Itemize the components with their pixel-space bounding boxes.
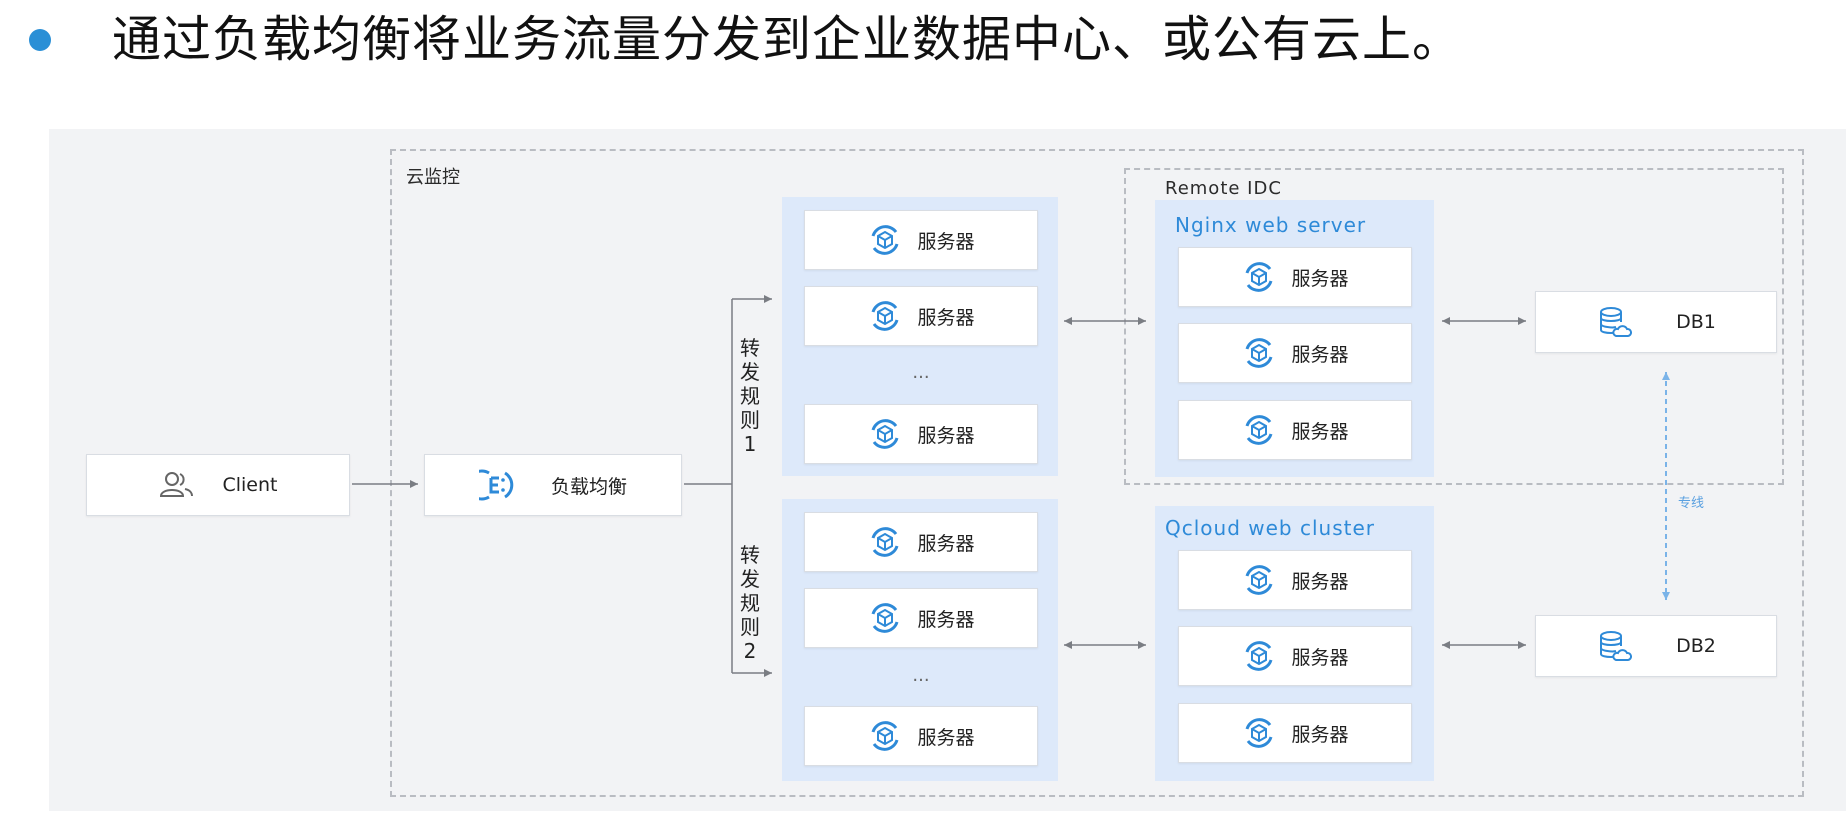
- group1-ellipsis: ...: [912, 362, 930, 383]
- server-icon: [1246, 338, 1273, 368]
- qcloud-title: Qcloud web cluster: [1165, 516, 1375, 540]
- remote-idc-region: [1124, 168, 1784, 485]
- group1-server-3[interactable]: 服务器: [804, 404, 1038, 464]
- remote-idc-label: Remote IDC: [1165, 178, 1282, 199]
- server-icon: [1246, 718, 1273, 748]
- server-icon: [1246, 565, 1273, 595]
- server-icon: [872, 301, 899, 331]
- qcloud-server-1[interactable]: 服务器: [1178, 550, 1412, 610]
- group2-server-3[interactable]: 服务器: [804, 706, 1038, 766]
- server-icon: [872, 721, 899, 751]
- group1-server-2[interactable]: 服务器: [804, 286, 1038, 346]
- server-label: 服务器: [1291, 570, 1349, 593]
- cloud-monitor-label: 云监控: [406, 167, 460, 188]
- db1-node[interactable]: DB1: [1535, 291, 1777, 353]
- client-node[interactable]: Client: [86, 454, 350, 516]
- dedicated-line-label: 专线: [1678, 496, 1705, 511]
- server-icon: [1246, 415, 1273, 445]
- database-cloud-icon: [1600, 307, 1633, 337]
- server-label: 服务器: [1291, 343, 1349, 366]
- server-icon: [1246, 641, 1273, 671]
- db2-node[interactable]: DB2: [1535, 615, 1777, 677]
- nginx-server-1[interactable]: 服务器: [1178, 247, 1412, 307]
- client-label: Client: [222, 474, 278, 496]
- group2-server-2[interactable]: 服务器: [804, 588, 1038, 648]
- page-heading: 通过负载均衡将业务流量分发到企业数据中心、或公有云上。: [112, 11, 1463, 68]
- server-label: 服务器: [1291, 420, 1349, 443]
- load-balancer-icon: [478, 469, 514, 501]
- db2-label: DB2: [1676, 635, 1716, 657]
- db1-label: DB1: [1676, 311, 1716, 333]
- server-icon: [872, 527, 899, 557]
- qcloud-server-2[interactable]: 服务器: [1178, 626, 1412, 686]
- server-icon: [872, 225, 899, 255]
- server-label: 服务器: [917, 230, 975, 253]
- group1-server-1[interactable]: 服务器: [804, 210, 1038, 270]
- server-label: 服务器: [917, 532, 975, 555]
- server-label: 服务器: [917, 726, 975, 749]
- group2-server-1[interactable]: 服务器: [804, 512, 1038, 572]
- group2-ellipsis: ...: [912, 665, 930, 686]
- server-icon: [1246, 262, 1273, 292]
- server-label: 服务器: [1291, 723, 1349, 746]
- nginx-server-3[interactable]: 服务器: [1178, 400, 1412, 460]
- users-icon: [160, 472, 194, 497]
- server-icon: [872, 419, 899, 449]
- load-balancer-label: 负载均衡: [550, 475, 627, 498]
- nginx-title: Nginx web server: [1175, 213, 1367, 237]
- load-balancer-node[interactable]: 负载均衡: [424, 454, 682, 516]
- server-label: 服务器: [917, 306, 975, 329]
- qcloud-server-3[interactable]: 服务器: [1178, 703, 1412, 763]
- database-cloud-icon: [1600, 631, 1633, 661]
- server-label: 服务器: [1291, 267, 1349, 290]
- server-label: 服务器: [917, 608, 975, 631]
- nginx-server-2[interactable]: 服务器: [1178, 323, 1412, 383]
- server-label: 服务器: [917, 424, 975, 447]
- server-label: 服务器: [1291, 646, 1349, 669]
- server-icon: [872, 603, 899, 633]
- bullet-dot: [29, 29, 51, 51]
- cloud-monitor-region: [390, 149, 1804, 797]
